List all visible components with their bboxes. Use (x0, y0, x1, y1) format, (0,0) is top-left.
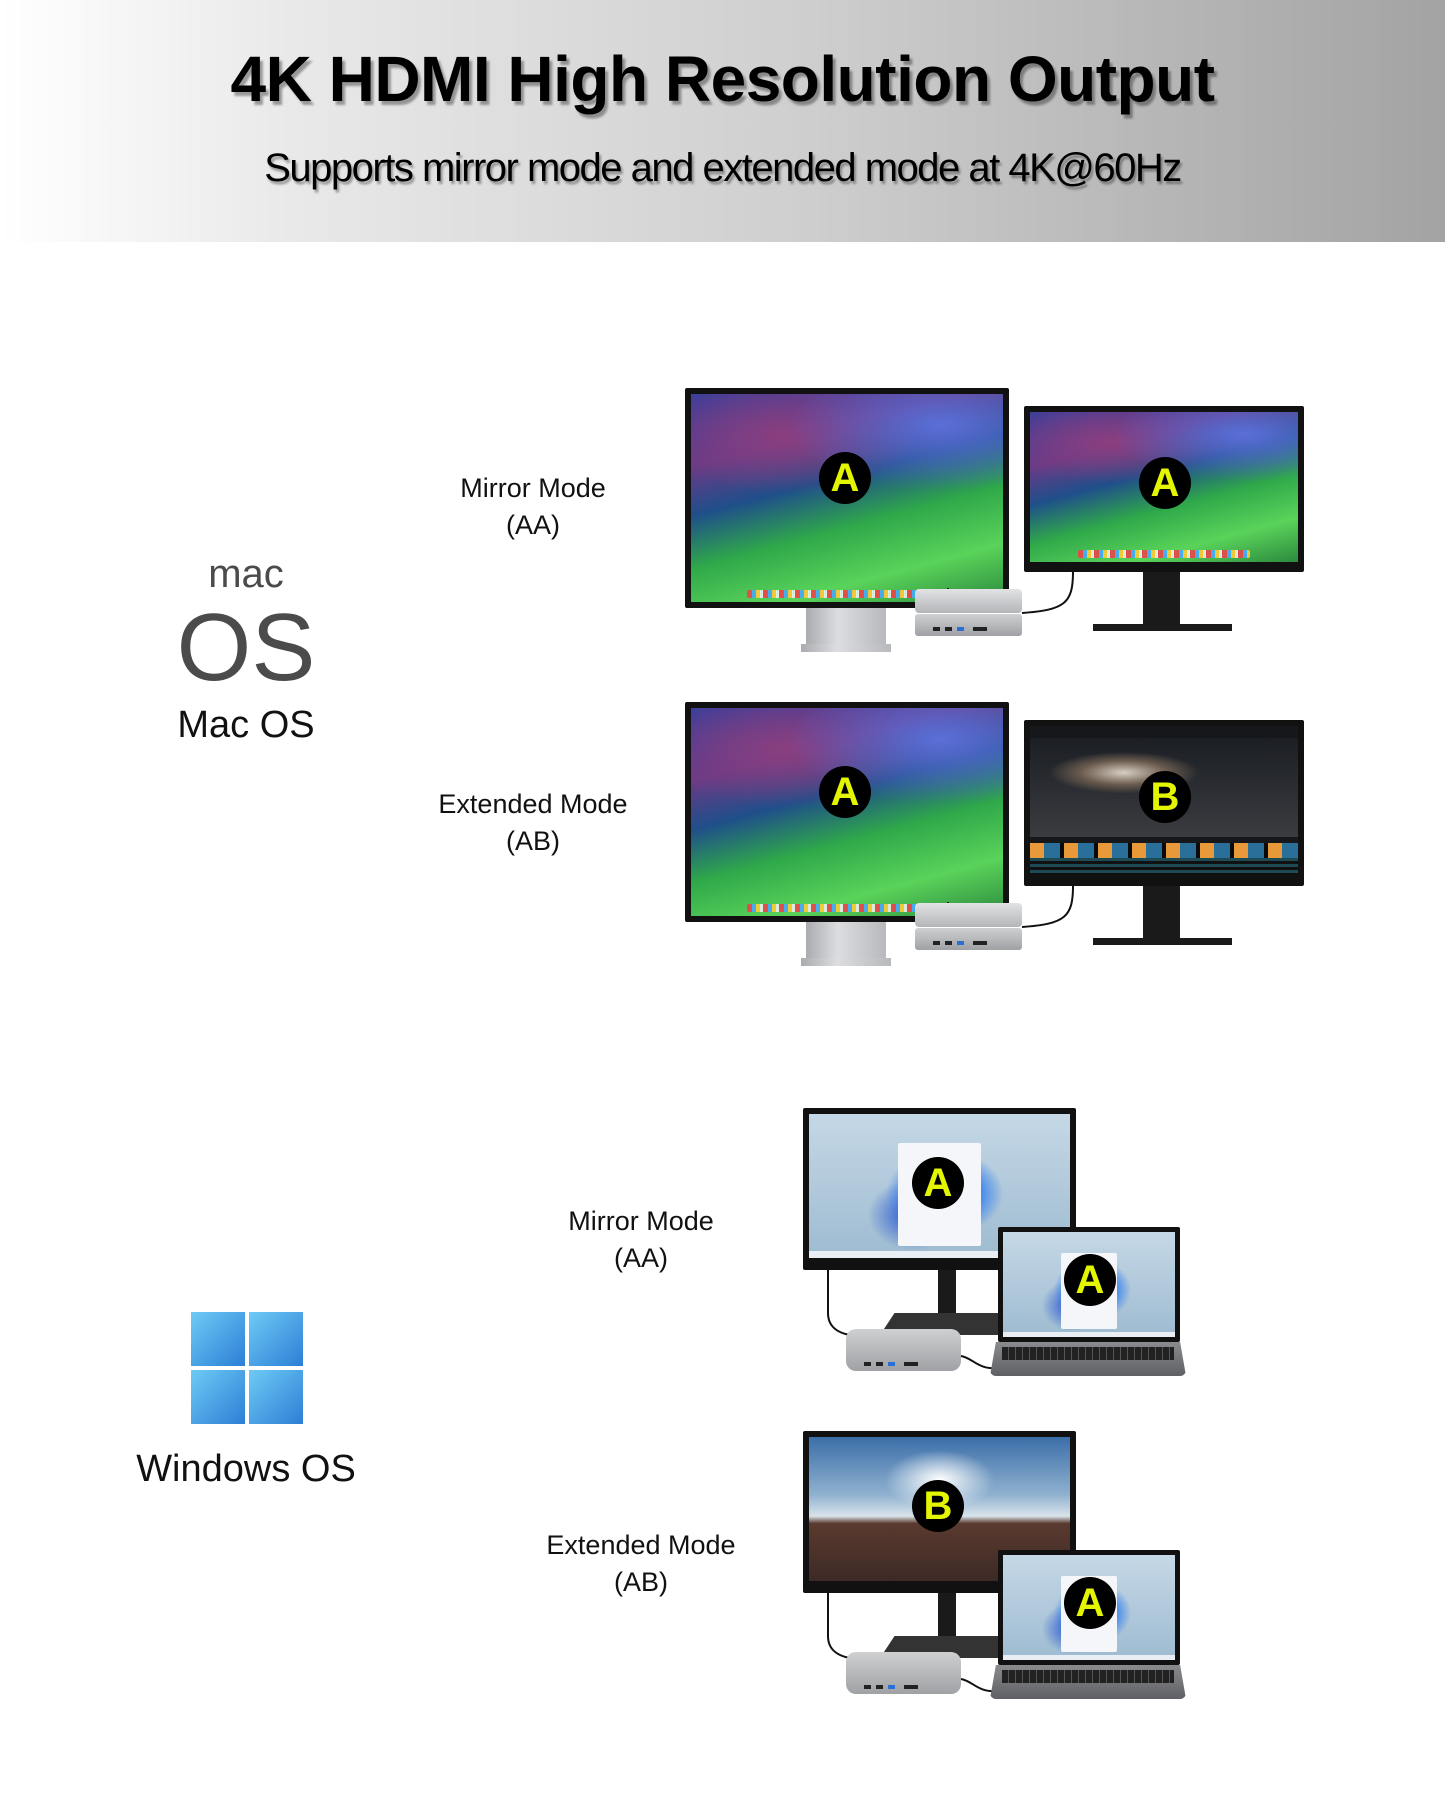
win-mirror-setup: A A (803, 1108, 1193, 1383)
mac-extended-mode-label: Extended Mode (AB) (383, 786, 683, 860)
mac-extended-setup: A B (685, 702, 1305, 966)
studio-display-stand (806, 920, 886, 962)
monitor-base (1093, 938, 1232, 945)
sd-slot (904, 1685, 918, 1689)
mac-mirror-setup: A A (685, 388, 1305, 652)
mode-code: (AA) (614, 1243, 668, 1273)
usb-c-hub (846, 1652, 961, 1694)
win-mirror-mode-label: Mirror Mode (AA) (491, 1203, 791, 1277)
video-tracks (1030, 858, 1298, 876)
mac-mirror-mode-label: Mirror Mode (AA) (383, 470, 683, 544)
monitor-stand (1143, 886, 1180, 941)
mode-name: Mirror Mode (460, 473, 606, 503)
screen-badge: A (1064, 1254, 1116, 1306)
monitor-stand (1143, 572, 1180, 627)
dock (747, 904, 947, 912)
usb-port (888, 1362, 895, 1366)
video-timeline (1030, 843, 1298, 858)
page-title: 4K HDMI High Resolution Output (230, 43, 1216, 115)
usb-c-hub (915, 614, 1022, 636)
keys (1001, 1669, 1175, 1683)
sd-slot (973, 941, 987, 945)
laptop-keyboard (990, 1665, 1186, 1699)
screen-badge: B (912, 1480, 964, 1532)
sd-slot (973, 627, 987, 631)
usb-port (933, 941, 940, 945)
usb-port (945, 941, 952, 945)
usb-port (957, 627, 964, 631)
screen-badge: B (1139, 771, 1191, 823)
mode-name: Mirror Mode (568, 1206, 714, 1236)
usb-port (864, 1685, 871, 1689)
screen-badge: A (1139, 457, 1191, 509)
usb-port (876, 1362, 883, 1366)
keys (1001, 1346, 1175, 1360)
mode-code: (AA) (506, 510, 560, 540)
mode-name: Extended Mode (438, 789, 628, 819)
screen-badge: A (819, 766, 871, 818)
dock (1078, 550, 1250, 558)
macos-label: Mac OS (177, 704, 315, 746)
usb-port (933, 627, 940, 631)
studio-display-base (801, 644, 891, 652)
taskbar (809, 1250, 1070, 1258)
win-extended-mode-label: Extended Mode (AB) (491, 1527, 791, 1601)
mode-code: (AB) (506, 826, 560, 856)
header-banner: 4K HDMI High Resolution Output Supports … (0, 0, 1445, 242)
studio-display-base (801, 958, 891, 966)
mac-mini (915, 903, 1022, 927)
laptop-keyboard (990, 1342, 1186, 1376)
dock (747, 590, 947, 598)
sd-slot (904, 1362, 918, 1366)
screen-badge: A (1064, 1577, 1116, 1629)
taskbar (1003, 1654, 1175, 1660)
taskbar (1003, 1331, 1175, 1337)
usb-port (945, 627, 952, 631)
page-subtitle: Supports mirror mode and extended mode a… (264, 146, 1182, 190)
usb-c-hub (846, 1329, 961, 1371)
usb-c-hub (915, 928, 1022, 950)
windows-label: Windows OS (136, 1448, 356, 1490)
macos-logo-text-big: OS (176, 594, 316, 701)
usb-port (957, 941, 964, 945)
screen-badge: A (819, 452, 871, 504)
monitor-base (1093, 624, 1232, 631)
usb-port (864, 1362, 871, 1366)
mac-mini (915, 589, 1022, 613)
mode-code: (AB) (614, 1567, 668, 1597)
win-extended-setup: B A (803, 1431, 1193, 1706)
studio-display-stand (806, 606, 886, 648)
mode-name: Extended Mode (546, 1530, 736, 1560)
windows-logo-icon (191, 1312, 303, 1424)
macos-logo-text-small: mac (208, 552, 284, 596)
usb-port (876, 1685, 883, 1689)
usb-port (888, 1685, 895, 1689)
screen-badge: A (912, 1157, 964, 1209)
